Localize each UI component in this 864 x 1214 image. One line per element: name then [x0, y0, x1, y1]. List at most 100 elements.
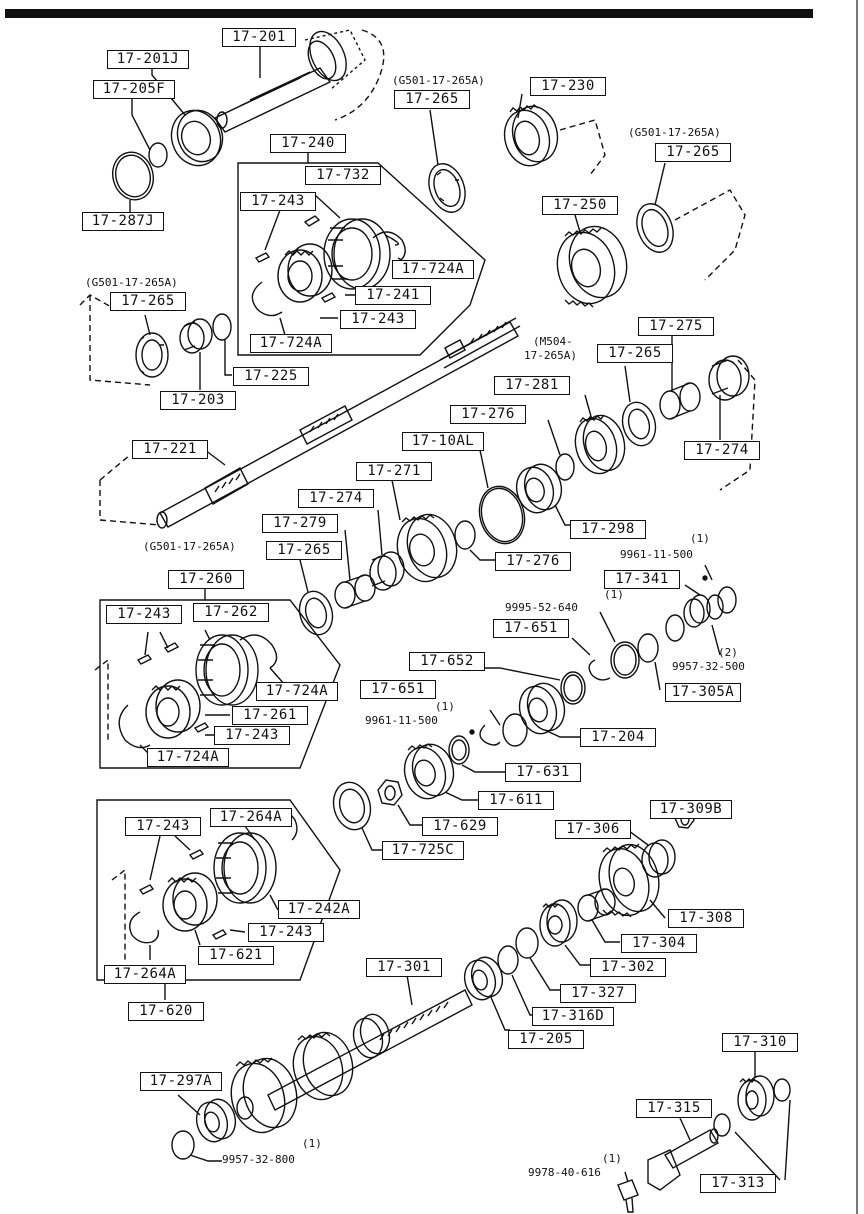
bearing-204 — [518, 682, 566, 735]
label-17-308[interactable]: 17-308 — [668, 909, 744, 928]
label-17-724a-b[interactable]: 17-724A — [250, 334, 332, 353]
label-17-301[interactable]: 17-301 — [366, 958, 442, 977]
top-border-bar — [5, 9, 813, 18]
label-17-298[interactable]: 17-298 — [570, 520, 646, 539]
label-17-651-b[interactable]: 17-651 — [360, 680, 436, 699]
label-17-297a[interactable]: 17-297A — [140, 1072, 222, 1091]
label-17-302[interactable]: 17-302 — [590, 958, 666, 977]
label-17-221[interactable]: 17-221 — [132, 440, 208, 459]
label-17-276-b[interactable]: 17-276 — [495, 552, 571, 571]
snap-ring-341b — [665, 614, 685, 642]
label-17-652[interactable]: 17-652 — [409, 652, 485, 671]
gear-230 — [503, 104, 559, 167]
label-17-265-c[interactable]: 17-265 — [110, 292, 186, 311]
label-17-241[interactable]: 17-241 — [355, 286, 431, 305]
label-17-262[interactable]: 17-262 — [193, 603, 269, 622]
label-17-204[interactable]: 17-204 — [580, 728, 656, 747]
label-17-265-d[interactable]: 17-265 — [597, 344, 673, 363]
ring-265d — [621, 401, 657, 447]
label-17-201j[interactable]: 17-201J — [107, 50, 189, 69]
label-17-243-f[interactable]: 17-243 — [248, 923, 324, 942]
label-17-201[interactable]: 17-201 — [222, 28, 296, 47]
label-17-271[interactable]: 17-271 — [356, 462, 432, 481]
input-shaft — [213, 29, 385, 133]
label-17-724a-c[interactable]: 17-724A — [256, 682, 338, 701]
label-17-287j[interactable]: 17-287J — [82, 212, 164, 231]
group-box-260 — [99, 599, 341, 769]
label-17-205[interactable]: 17-205 — [508, 1030, 584, 1049]
label-17-243-a[interactable]: 17-243 — [240, 192, 316, 211]
label-17-243-d[interactable]: 17-243 — [214, 726, 290, 745]
note-9961-11-500-a: 9961-11-500 — [620, 548, 693, 561]
label-17-620[interactable]: 17-620 — [128, 1002, 204, 1021]
gear-308 — [598, 843, 660, 918]
bolt-616 — [617, 1179, 639, 1213]
label-17-629[interactable]: 17-629 — [422, 817, 498, 836]
snap-ring-341a — [717, 586, 737, 614]
gear-611 — [403, 743, 455, 800]
label-17-725c[interactable]: 17-725C — [382, 841, 464, 860]
label-17-281[interactable]: 17-281 — [494, 376, 570, 395]
qty-bolt2: (1) — [604, 588, 624, 601]
label-17-724a-a[interactable]: 17-724A — [392, 260, 474, 279]
label-17-264a-b[interactable]: 17-264A — [104, 965, 186, 984]
label-17-274-a[interactable]: 17-274 — [684, 441, 760, 460]
label-17-315[interactable]: 17-315 — [636, 1099, 712, 1118]
washer-313a — [773, 1078, 791, 1102]
group-box-240 — [237, 162, 486, 356]
label-17-243-c[interactable]: 17-243 — [106, 605, 182, 624]
gear-302 — [539, 899, 578, 947]
label-17-225[interactable]: 17-225 — [233, 367, 309, 386]
label-17-313[interactable]: 17-313 — [700, 1174, 776, 1193]
label-17-230[interactable]: 17-230 — [530, 77, 606, 96]
label-17-205f[interactable]: 17-205F — [93, 80, 175, 99]
qty-bolt4: (1) — [435, 700, 455, 713]
gear-281 — [574, 414, 626, 475]
label-17-309b[interactable]: 17-309B — [650, 800, 732, 819]
label-17-631[interactable]: 17-631 — [505, 763, 581, 782]
label-17-250[interactable]: 17-250 — [542, 196, 618, 215]
qty-bolt5: (1) — [302, 1137, 322, 1150]
label-17-316d[interactable]: 17-316D — [532, 1007, 614, 1026]
qty-bolt6: (1) — [602, 1152, 622, 1165]
label-17-243-e[interactable]: 17-243 — [125, 817, 201, 836]
label-17-327[interactable]: 17-327 — [560, 984, 636, 1003]
label-17-265-e[interactable]: 17-265 — [266, 541, 342, 560]
label-17-621[interactable]: 17-621 — [198, 946, 274, 965]
label-17-279[interactable]: 17-279 — [262, 514, 338, 533]
label-17-264a-a[interactable]: 17-264A — [210, 808, 292, 827]
collar-304 — [577, 888, 616, 922]
label-17-260[interactable]: 17-260 — [168, 570, 244, 589]
snap-ring-305a — [637, 633, 659, 663]
label-17-261[interactable]: 17-261 — [232, 706, 308, 725]
label-17-724a-d[interactable]: 17-724A — [147, 748, 229, 767]
label-17-275[interactable]: 17-275 — [638, 317, 714, 336]
label-17-274-b[interactable]: 17-274 — [298, 489, 374, 508]
snap-ring-225 — [212, 313, 232, 341]
label-17-651-a[interactable]: 17-651 — [493, 619, 569, 638]
label-17-265-a[interactable]: 17-265 — [394, 90, 470, 109]
bearing-201j — [170, 109, 224, 167]
label-17-243-b[interactable]: 17-243 — [340, 310, 416, 329]
label-17-203[interactable]: 17-203 — [160, 391, 236, 410]
label-17-305a[interactable]: 17-305A — [665, 683, 741, 702]
label-17-242a[interactable]: 17-242A — [278, 900, 360, 919]
gear-341 — [683, 594, 724, 628]
label-17-732[interactable]: 17-732 — [305, 166, 381, 185]
label-17-310[interactable]: 17-310 — [722, 1033, 798, 1052]
label-17-240[interactable]: 17-240 — [270, 134, 346, 153]
label-17-10al[interactable]: 17-10AL — [402, 432, 484, 451]
needle-bearing-274b — [369, 551, 405, 591]
label-17-341[interactable]: 17-341 — [604, 570, 680, 589]
label-17-276-a[interactable]: 17-276 — [450, 405, 526, 424]
label-17-304[interactable]: 17-304 — [621, 934, 697, 953]
right-border-line — [856, 0, 858, 1214]
note-9961-11-500-b: 9961-11-500 — [365, 714, 438, 727]
bearing-297a — [195, 1098, 237, 1143]
countershaft-301 — [230, 974, 473, 1134]
label-17-611[interactable]: 17-611 — [478, 791, 554, 810]
ring-276a — [555, 453, 575, 481]
label-17-265-b[interactable]: 17-265 — [655, 143, 731, 162]
label-17-306[interactable]: 17-306 — [555, 820, 631, 839]
